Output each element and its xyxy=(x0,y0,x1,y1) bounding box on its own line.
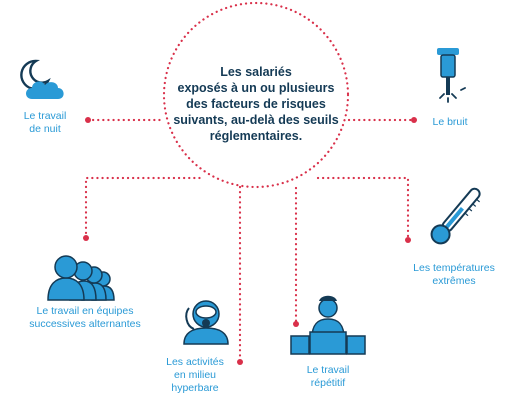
thermometer-icon xyxy=(430,187,481,245)
label-line: Le bruit xyxy=(432,116,468,128)
center-statement: Les salariés exposés à un ou plusieurs d… xyxy=(168,64,344,144)
center-line: Les salariés xyxy=(220,65,292,79)
label-line: de nuit xyxy=(29,123,61,135)
label-line: successives alternantes xyxy=(29,318,141,330)
label-line: extrêmes xyxy=(432,275,476,287)
label-hyperbaric: Les activités en milieu hyperbare xyxy=(156,356,234,395)
center-line: exposés à un ou plusieurs xyxy=(177,81,335,95)
center-line: des facteurs de risques xyxy=(186,97,326,111)
label-line: Les températures xyxy=(413,262,495,274)
label-line: en milieu xyxy=(173,369,217,381)
jackhammer-icon xyxy=(437,48,466,103)
label-night-work: Le travail de nuit xyxy=(6,110,84,136)
label-line: Le travail xyxy=(23,110,67,122)
workers-team-icon xyxy=(47,255,115,301)
label-noise: Le bruit xyxy=(420,116,480,129)
label-shift-work: Le travail en équipes successives altern… xyxy=(12,305,158,331)
moon-cloud-icon xyxy=(20,59,64,99)
label-line: Le travail xyxy=(306,364,350,376)
center-line: réglementaires. xyxy=(209,129,303,143)
label-repetitive-work: Le travail répétitif xyxy=(292,364,364,390)
label-line: Les activités xyxy=(166,356,224,368)
label-line: Le travail en équipes xyxy=(36,305,134,317)
label-line: répétitif xyxy=(310,377,346,389)
center-circle xyxy=(162,1,350,189)
diver-icon xyxy=(183,300,229,345)
label-extreme-temperatures: Les températures extrêmes xyxy=(400,262,508,288)
worker-boxes-icon xyxy=(290,295,366,355)
center-line: suivants, au-delà des seuils xyxy=(173,113,339,127)
label-line: hyperbare xyxy=(171,382,219,394)
